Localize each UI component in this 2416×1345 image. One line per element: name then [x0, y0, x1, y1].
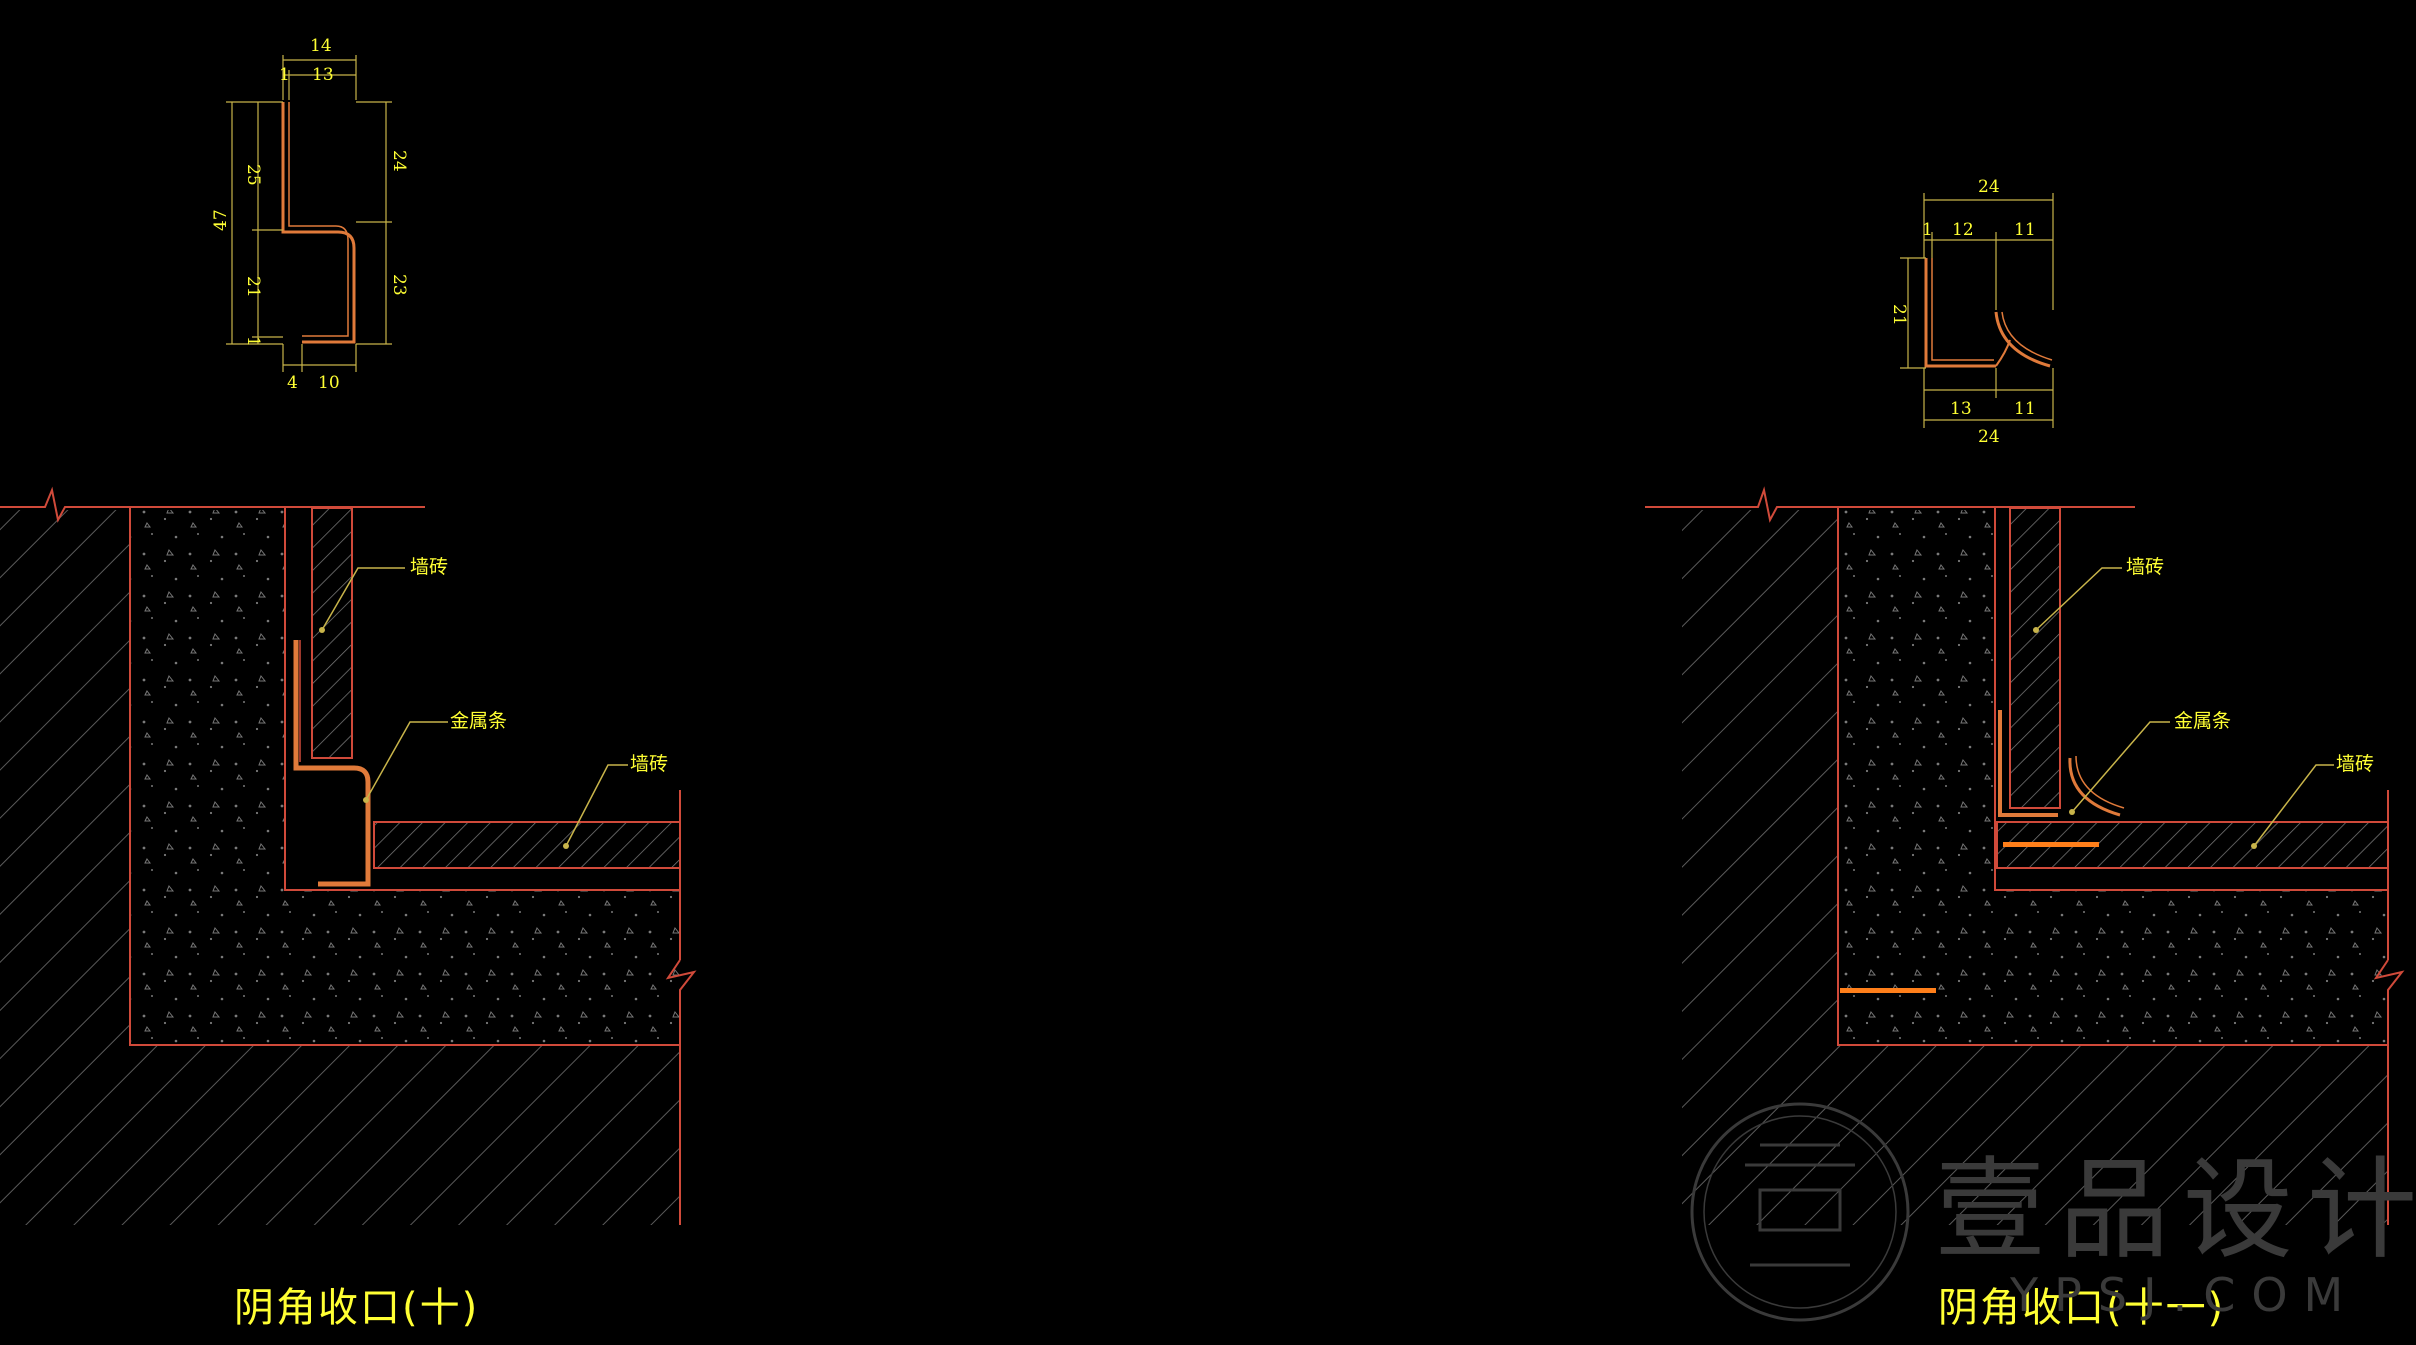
mortar-right	[1838, 510, 2388, 1045]
dim-24: 24	[389, 150, 409, 172]
dim-1-top: 1	[279, 65, 290, 85]
drawing-title-right: 阴角收口(十一)	[1938, 1285, 2226, 1331]
accent-bar-lower	[1840, 988, 1936, 993]
wall-tile-vertical-left	[311, 507, 353, 759]
dim-13: 13	[312, 65, 334, 85]
dim-1-bottom: 1	[243, 336, 263, 347]
watermark-text: 壹品设计	[1935, 1146, 2416, 1274]
dim-23: 23	[389, 274, 409, 296]
dim-14: 14	[310, 36, 332, 56]
wall-tile-vertical-right	[2009, 507, 2061, 809]
watermark-url: YPSJ.COM	[2010, 1268, 2360, 1322]
dim-24-top: 24	[1978, 177, 2000, 197]
base-wall-left	[0, 510, 680, 1225]
metal-strip-right	[1998, 710, 2058, 817]
profile-detail-left: 14 1 13 25 47 24 21 23 1 4 10	[211, 36, 409, 393]
dim-21: 21	[243, 276, 263, 298]
dim-47: 47	[211, 209, 231, 231]
dim-12: 12	[1952, 220, 1974, 240]
label-metal-strip-right: 金属条	[2174, 710, 2231, 732]
dim-24-bottom: 24	[1978, 427, 2000, 447]
metal-strip-left	[293, 640, 371, 887]
base-wall-right	[1682, 510, 2388, 1225]
section-drawing-right: 墙砖 金属条 墙砖	[1645, 177, 2405, 1225]
mortar-left	[130, 510, 680, 1045]
drawing-title-left: 阴角收口(十)	[234, 1285, 480, 1331]
label-wall-tile-1-left: 墙砖	[410, 556, 448, 578]
dim-1-top-right: 1	[1922, 220, 1933, 240]
label-wall-tile-2-left: 墙砖	[630, 753, 668, 775]
label-metal-strip-left: 金属条	[450, 710, 507, 732]
dim-13-bottom: 13	[1950, 399, 1972, 419]
accent-bar-upper	[2003, 842, 2099, 847]
dim-11-top: 11	[2014, 220, 2036, 240]
profile-detail-right: 24 1 12 11 21 13 11 24	[1889, 177, 2054, 447]
wall-tile-horizontal-left	[373, 821, 681, 869]
dim-4: 4	[287, 373, 298, 393]
watermark-logo-seal	[1690, 1102, 1910, 1322]
label-wall-tile-1-right: 墙砖	[2126, 556, 2164, 578]
label-wall-tile-2-right: 墙砖	[2336, 753, 2374, 775]
dim-10: 10	[318, 373, 340, 393]
section-drawing-left: 墙砖 金属条 墙砖	[0, 36, 697, 1225]
dim-11-bottom: 11	[2014, 399, 2036, 419]
dim-25: 25	[243, 164, 263, 186]
dim-21-right: 21	[1889, 304, 1909, 326]
